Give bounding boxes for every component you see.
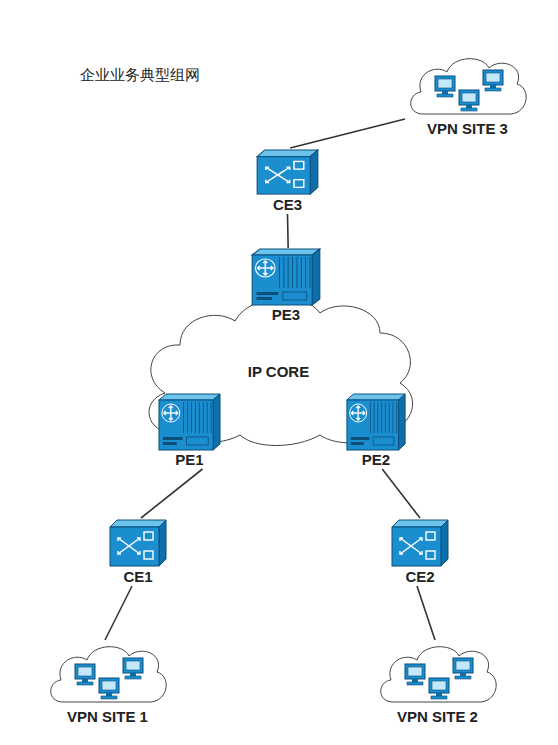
ce-switch: CE3 bbox=[255, 148, 320, 214]
network-cloud: VPN SITE 1 bbox=[45, 640, 170, 726]
pe-router: PE1 bbox=[157, 393, 222, 469]
node-label: CE3 bbox=[235, 196, 340, 214]
switch-icon bbox=[255, 148, 320, 196]
node-label: VPN SITE 2 bbox=[355, 708, 520, 726]
link-line bbox=[382, 469, 420, 518]
ce-switch: CE1 bbox=[108, 518, 168, 586]
link-line bbox=[287, 214, 289, 248]
link-line bbox=[105, 586, 132, 640]
node-label: IP CORE bbox=[135, 363, 422, 381]
pe-router: PE3 bbox=[250, 248, 322, 324]
network-cloud: VPN SITE 2 bbox=[375, 640, 500, 726]
node-label: PE2 bbox=[325, 451, 427, 469]
link-line bbox=[141, 469, 203, 518]
pe-router: PE2 bbox=[345, 393, 407, 469]
link-line bbox=[417, 586, 435, 640]
site-icon bbox=[405, 52, 530, 120]
ce-switch: CE2 bbox=[390, 518, 450, 586]
node-label: VPN SITE 1 bbox=[25, 708, 190, 726]
node-label: CE1 bbox=[88, 568, 188, 586]
router-icon bbox=[157, 393, 222, 451]
network-cloud: VPN SITE 3 bbox=[405, 52, 530, 138]
node-label: PE3 bbox=[230, 306, 342, 324]
switch-icon bbox=[108, 518, 168, 568]
node-label: CE2 bbox=[370, 568, 470, 586]
site-icon bbox=[375, 640, 500, 708]
node-label: VPN SITE 3 bbox=[385, 120, 550, 138]
router-icon bbox=[345, 393, 407, 451]
router-icon bbox=[250, 248, 322, 306]
diagram-title: 企业业务典型组网 bbox=[80, 66, 200, 85]
switch-icon bbox=[390, 518, 450, 568]
link-line bbox=[290, 119, 405, 148]
site-icon bbox=[45, 640, 170, 708]
node-label: PE1 bbox=[137, 451, 242, 469]
